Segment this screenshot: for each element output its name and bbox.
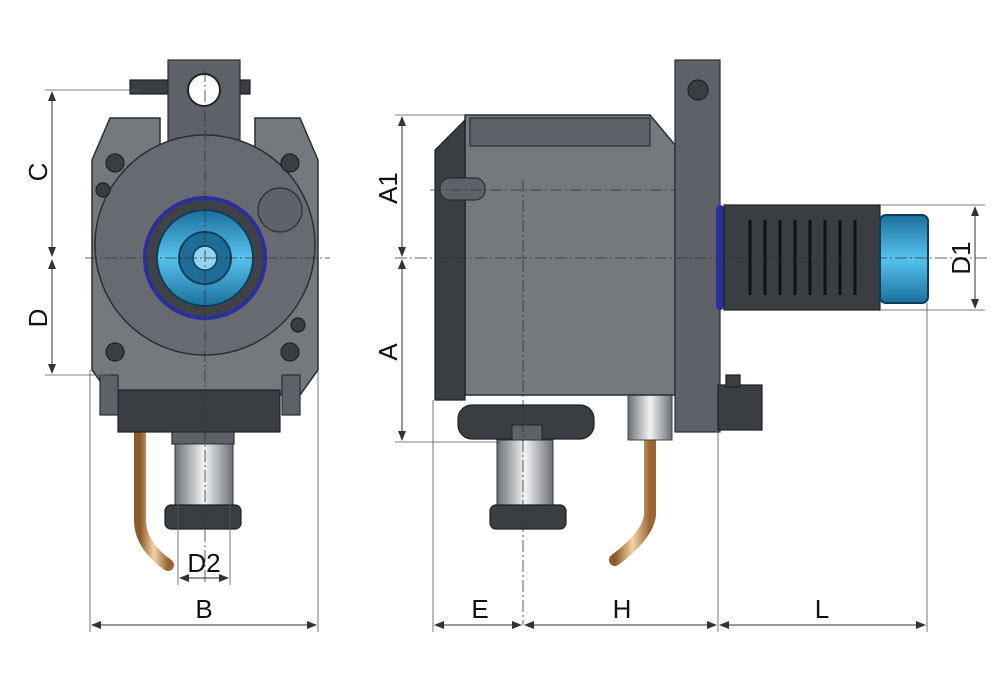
label-e: E [471, 594, 488, 624]
base-plate-front [117, 389, 281, 433]
housing-front-face [434, 118, 466, 401]
label-a1: A1 [373, 172, 403, 204]
label-l: L [815, 594, 829, 624]
label-d: D [23, 309, 53, 328]
coolant-pipe-left [134, 426, 174, 571]
center-lines [85, 70, 990, 625]
side-housing [464, 114, 676, 396]
extension-lines [45, 89, 985, 632]
side-block [717, 384, 763, 431]
o-ring-side [716, 205, 724, 310]
front-view [91, 59, 319, 571]
dimension-lines [48, 91, 979, 629]
clamp-bore [187, 73, 221, 107]
knob-side [489, 504, 567, 530]
flange-screw [687, 79, 709, 101]
label-a: A [373, 343, 403, 361]
shaft-front [174, 443, 234, 507]
pin [439, 177, 486, 201]
knob-front [164, 504, 242, 530]
shank [723, 204, 881, 311]
shank-ribs [748, 220, 857, 295]
label-b: B [195, 594, 212, 624]
coolant-pipe-right [609, 434, 656, 566]
label-d2: D2 [187, 548, 220, 578]
label-h: H [613, 594, 632, 624]
flange [674, 59, 721, 433]
screws-front [95, 153, 306, 362]
collet-nut-side [879, 214, 929, 304]
label-d1: D1 [946, 241, 976, 274]
plug [257, 187, 303, 233]
side-view [434, 59, 929, 566]
label-c: C [23, 163, 53, 182]
shaft-side [496, 439, 554, 507]
